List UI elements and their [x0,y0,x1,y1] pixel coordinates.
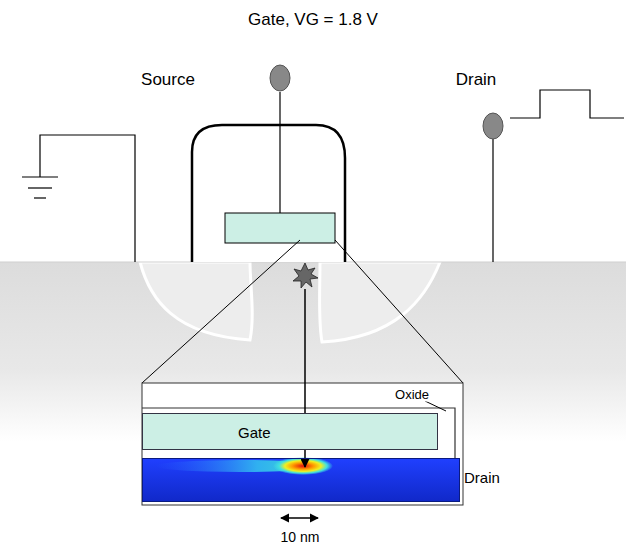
ground-symbol [22,176,58,177]
node-text: Gate [143,414,437,451]
gate-voltage-label: Gate, VG = 1.8 V [248,10,378,30]
source-well [140,262,252,340]
ground-symbol [34,197,46,198]
gate-electrode [225,213,335,243]
scale-bar [281,517,318,518]
drain-terminal [483,113,503,139]
drain-well [320,262,441,342]
terminal-label: Source [141,70,195,90]
source-wire [40,135,135,262]
drain-pulse [510,90,624,118]
dimension-label: 10 nm [281,529,320,545]
region-label: Oxide [395,387,429,402]
terminal-label: Drain [456,70,497,90]
gate-box: Gate [142,413,438,450]
gate-spacer [192,125,345,262]
zoom-leader [142,240,300,383]
hot-spot-burst [293,263,318,288]
inset-frame [142,383,463,505]
emission-line [304,289,306,413]
zoom-leader [335,240,463,383]
drain-band: Drain [142,458,460,502]
ground-symbol [28,187,52,188]
drain-band [142,458,460,502]
gate-terminal [270,65,290,91]
hot-spot [273,457,333,475]
node-text: Drain [464,469,500,486]
drain-wire [492,139,493,262]
oxide-leader [425,401,446,411]
oxide-outline [142,408,455,458]
gate-wire [279,92,280,213]
